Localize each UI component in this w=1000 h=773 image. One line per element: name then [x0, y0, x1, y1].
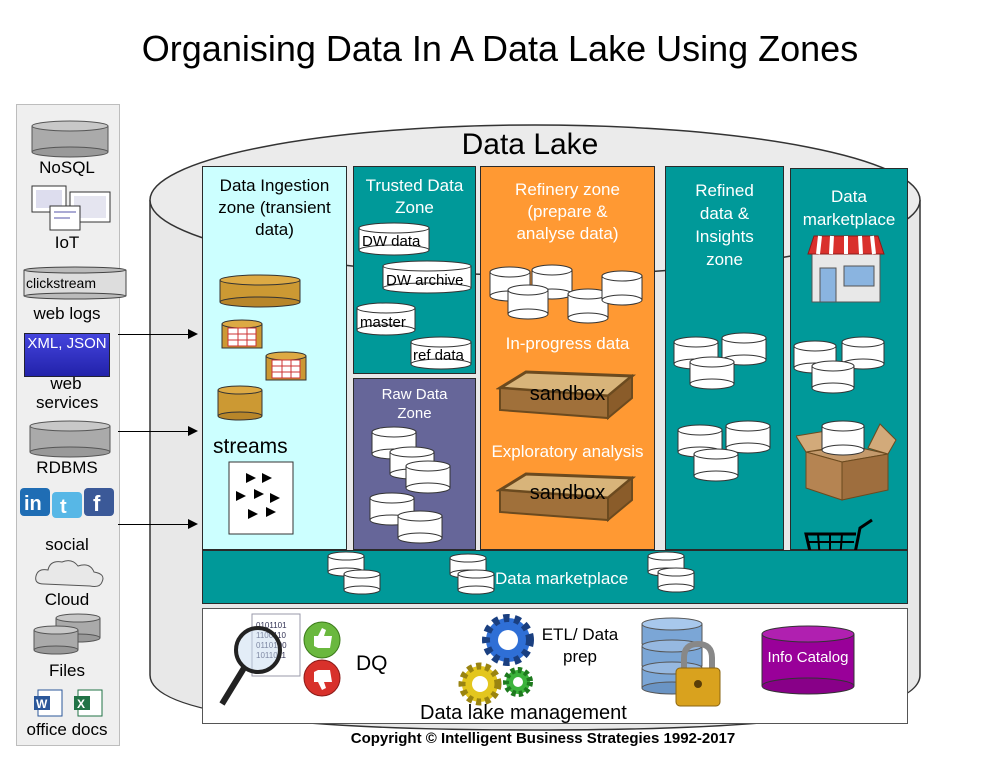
svg-text:in: in — [24, 493, 42, 515]
svg-text:f: f — [93, 491, 101, 516]
inprogress-label: In-progress data — [505, 334, 630, 353]
source-label-web-services: web services — [36, 374, 99, 412]
svg-text:0101101: 0101101 — [256, 621, 287, 630]
etl-label: ETL/ Data prep — [541, 625, 619, 666]
refined-zone-title: Refined data & Insights zone — [695, 181, 754, 269]
trusted-cylinders — [356, 222, 472, 370]
refined-cylinders — [673, 332, 771, 482]
clickstream-cylinder-icon — [23, 266, 127, 300]
streams-label: streams — [213, 435, 288, 458]
raw-cylinders — [369, 426, 451, 544]
data-lake-label: Data Lake — [461, 128, 599, 161]
social-logos-icon: in t f — [20, 488, 114, 518]
source-label-rdbms: RDBMS — [36, 458, 98, 477]
source-label-social: social — [45, 535, 89, 554]
streams-icon — [228, 461, 294, 535]
marketplace-cylinders — [793, 336, 885, 394]
refinery-zone-title: Refinery zone (prepare & analyse data) — [515, 180, 620, 243]
page-title: Organising Data In A Data Lake Using Zon… — [141, 28, 859, 69]
source-label-iot: IoT — [54, 233, 80, 252]
trusted-item-master: master — [360, 314, 406, 331]
source-label-office-docs: office docs — [26, 720, 108, 739]
ingest-arrow-1 — [118, 329, 198, 339]
iot-screens-icon — [31, 185, 111, 231]
ingestion-zone-title: Data Ingestion zone (transient data) — [218, 176, 331, 239]
dq-label: DQ — [356, 652, 388, 675]
box-icon — [796, 420, 897, 501]
xml-json-icon: XML, JSON — [24, 333, 110, 377]
nosql-cylinder-icon — [31, 120, 109, 158]
trusted-zone-title: Trusted Data Zone — [365, 176, 464, 217]
inprogress-cylinders — [489, 264, 643, 324]
raw-zone-title: Raw Data Zone — [381, 386, 448, 422]
trusted-item-ref-data: ref data — [413, 347, 464, 364]
svg-text:X: X — [77, 697, 85, 711]
svg-text:W: W — [36, 697, 48, 711]
marketplace-bar-cylinders — [327, 551, 695, 595]
files-cylinders-icon — [33, 613, 101, 655]
exploratory-label: Exploratory analysis — [491, 442, 644, 461]
thumbs-up-down-icon — [303, 621, 341, 697]
trusted-item-dw-archive: DW archive — [386, 272, 464, 289]
sandbox-1-icon — [496, 370, 636, 421]
info-catalog-cylinder — [761, 625, 855, 695]
rdbms-cylinder-icon — [29, 420, 111, 458]
source-label-cloud: Cloud — [44, 590, 90, 609]
svg-text:t: t — [60, 496, 67, 518]
source-label-files: Files — [49, 661, 85, 680]
trusted-item-dw-data: DW data — [362, 233, 421, 250]
office-docs-icon: W X — [34, 689, 103, 717]
gears-icon — [458, 614, 534, 706]
sandbox-2-label: sandbox — [529, 482, 606, 504]
sandbox-1-label: sandbox — [529, 383, 606, 405]
cloud-icon — [35, 560, 104, 587]
sandbox-2-icon — [496, 472, 636, 523]
ingestion-storage-icons — [217, 274, 307, 421]
magnifier-icon: 0101101 1100110 0110100 1011011 — [219, 613, 301, 706]
ingest-arrow-2 — [118, 426, 198, 436]
marketplace-bar: Data marketplace — [202, 550, 908, 604]
marketplace-bar-label: Data marketplace — [495, 569, 629, 588]
marketplace-zone-title: Data marketplace — [802, 187, 896, 229]
ingest-arrow-3 — [118, 519, 198, 529]
source-label-web-logs: web logs — [33, 304, 101, 323]
management-label: Data lake management — [420, 702, 627, 724]
secure-database-icon — [641, 617, 721, 707]
copyright-text: Copyright © Intelligent Business Strateg… — [350, 730, 736, 747]
source-label-nosql: NoSQL — [39, 158, 95, 177]
clickstream-label: clickstream — [26, 275, 97, 291]
storefront-icon — [807, 235, 885, 303]
info-catalog-label: Info Catalog — [767, 649, 849, 666]
